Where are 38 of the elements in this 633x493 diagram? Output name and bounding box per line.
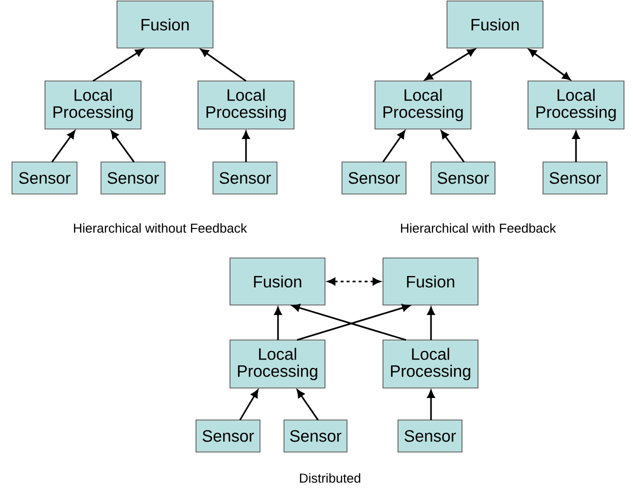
process-box: Sensor <box>100 162 166 194</box>
arrow <box>327 278 381 286</box>
process-box: Fusion <box>230 258 326 306</box>
process-box: Local Processing <box>198 80 294 130</box>
arrow <box>427 306 435 340</box>
process-box: Local Processing <box>528 80 624 130</box>
arrow <box>200 48 246 82</box>
arrow <box>528 48 571 80</box>
diagram-caption: Distributed <box>300 473 360 483</box>
arrow <box>296 390 319 420</box>
arrow <box>92 48 144 82</box>
arrow <box>239 390 258 420</box>
process-box: Sensor <box>196 420 260 452</box>
process-box: Fusion <box>446 0 544 48</box>
arrow <box>51 130 76 162</box>
process-box: Sensor <box>342 162 406 194</box>
process-box: Sensor <box>430 162 496 194</box>
diagram-caption: Hierarchical without Feedback <box>74 223 248 233</box>
process-box: Local Processing <box>230 340 326 388</box>
process-box: Local Processing <box>374 80 472 130</box>
arrow <box>242 130 250 162</box>
diagram-caption: Hierarchical with Feedback <box>401 223 556 233</box>
process-box: Fusion <box>116 0 214 48</box>
process-box: Fusion <box>382 258 478 306</box>
arrow <box>274 306 282 340</box>
process-box: Local Processing <box>44 80 142 130</box>
process-box: Sensor <box>12 162 78 194</box>
process-box: Sensor <box>398 420 462 452</box>
arrow <box>424 48 476 80</box>
arrow <box>427 390 435 420</box>
arrow <box>382 130 406 162</box>
arrow <box>572 130 580 162</box>
arrow <box>440 130 465 162</box>
process-box: Sensor <box>542 162 608 194</box>
process-box: Sensor <box>212 162 278 194</box>
process-box: Local Processing <box>382 340 478 388</box>
arrow <box>110 130 135 162</box>
process-box: Sensor <box>284 420 348 452</box>
